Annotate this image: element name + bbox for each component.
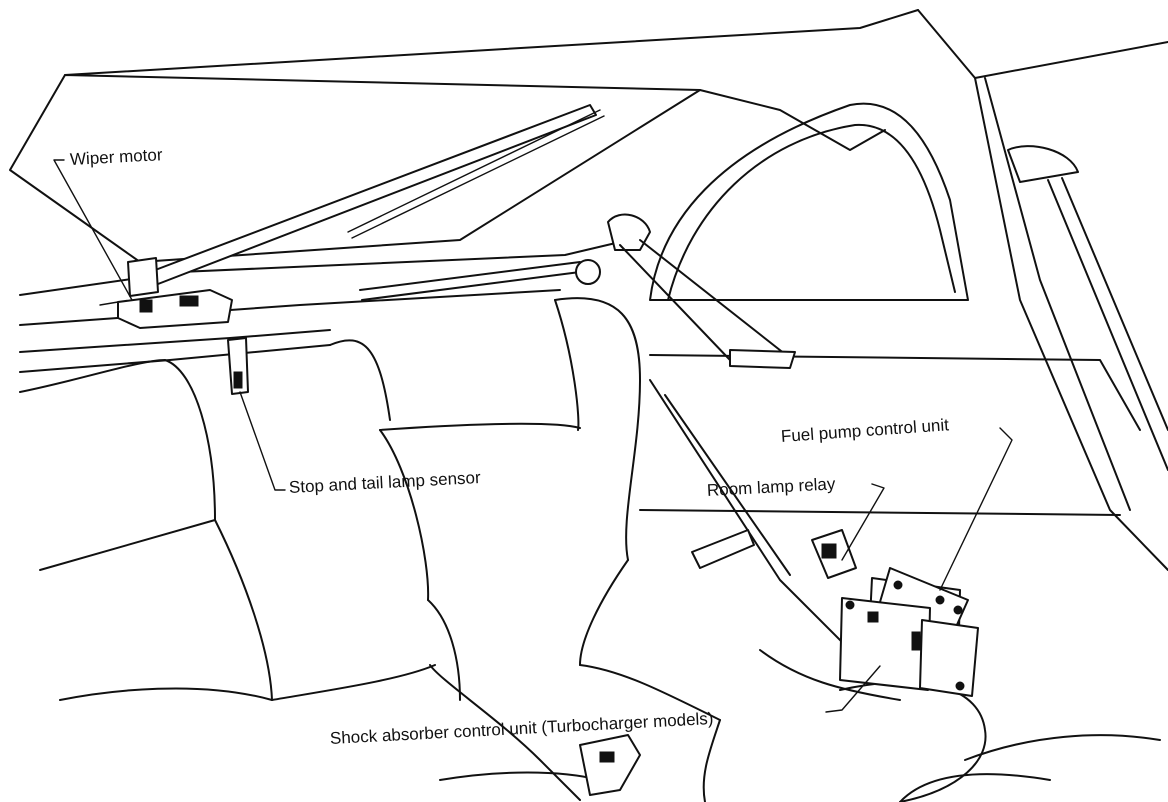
rear-seat-cushion: [429, 649, 1161, 802]
room-lamp-relay-part: [811, 529, 857, 579]
leader-wiper-motor: [53, 159, 133, 301]
leader-room-lamp-relay: [841, 483, 885, 561]
stop-tail-lamp-sensor-part: [227, 337, 249, 395]
leader-fuel-pump-control-unit: [939, 427, 1013, 591]
leader-lines: [53, 159, 1013, 713]
wiper-assembly: [127, 104, 605, 297]
wiper-motor-label: Wiper motor: [69, 145, 163, 169]
rear-seatback: [19, 297, 721, 721]
shock-absorber-control-unit-part: [839, 597, 979, 697]
leader-shock-absorber-control-unit: [825, 665, 881, 713]
leader-stop-tail-lamp-sensor: [239, 391, 286, 491]
wiper-motor-part: [99, 289, 233, 329]
side-window-and-pillar: [639, 9, 1168, 571]
rear-hatch-outline: [9, 9, 919, 373]
seat-belt-and-anchors: [359, 145, 1168, 651]
